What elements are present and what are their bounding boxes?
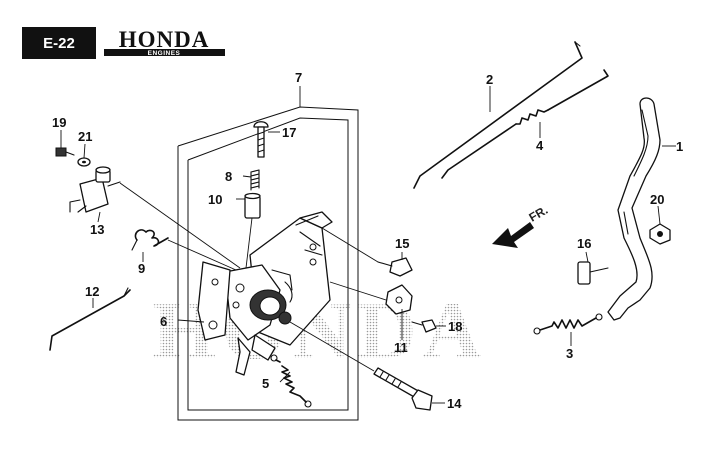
spring-8 [250,169,260,191]
front-direction-indicator: FR. [492,203,550,248]
screw-17 [253,121,269,158]
nut-20 [649,223,671,245]
bolt-18 [411,319,437,333]
stop-switch-13 [69,166,121,213]
screw-19 [55,147,75,157]
control-lever-1 [607,97,661,321]
stop-lever-bracket [197,261,231,341]
callout-19: 19 [52,115,66,130]
callout-4: 4 [536,138,544,153]
callout-8: 8 [225,169,232,184]
return-spring-3 [533,313,603,335]
front-label: FR. [527,203,551,225]
spring-9 [131,229,169,251]
honda-engines-logo: HONDA ENGINES [104,27,225,57]
callout-9: 9 [138,261,145,276]
section-code-badge [22,27,96,59]
spring-5 [270,354,312,408]
throttle-rod-2 [413,41,583,189]
assembly-7-outline [177,86,359,421]
callout-3: 3 [566,346,573,361]
bolt-16 [577,261,609,285]
leader-lines [60,86,676,404]
callout-18: 18 [448,319,462,334]
rod-12 [49,287,131,351]
governor-spring-4 [441,69,609,179]
section-code: E-22 [43,35,75,52]
bolt-15 [377,257,413,277]
callout-14: 14 [447,396,462,411]
cable-clamp-11 [385,284,413,315]
control-base-plate [224,211,333,376]
callout-5: 5 [262,376,269,391]
callout-16: 16 [577,236,591,251]
callout-15: 15 [395,236,409,251]
callout-7: 7 [295,70,302,85]
callout-11: 11 [394,340,408,355]
brand-subtitle: ENGINES [148,50,181,57]
callout-21: 21 [78,129,92,144]
arrow-left-down-icon [492,222,534,248]
callout-10: 10 [208,192,222,207]
callouts: 1 2 3 4 5 6 7 8 9 10 11 12 13 14 15 16 1… [52,70,683,411]
header: E-22 HONDA ENGINES [22,27,225,59]
callout-13: 13 [90,222,104,237]
callout-6: 6 [160,314,167,329]
collar-10 [244,192,261,219]
brand-wordmark: HONDA [119,27,210,52]
washer-21 [77,157,91,167]
callout-20: 20 [650,192,664,207]
bolt-14 [373,367,433,411]
callout-12: 12 [85,284,99,299]
callout-1: 1 [676,139,683,154]
callout-2: 2 [486,72,493,87]
callout-17: 17 [282,125,296,140]
